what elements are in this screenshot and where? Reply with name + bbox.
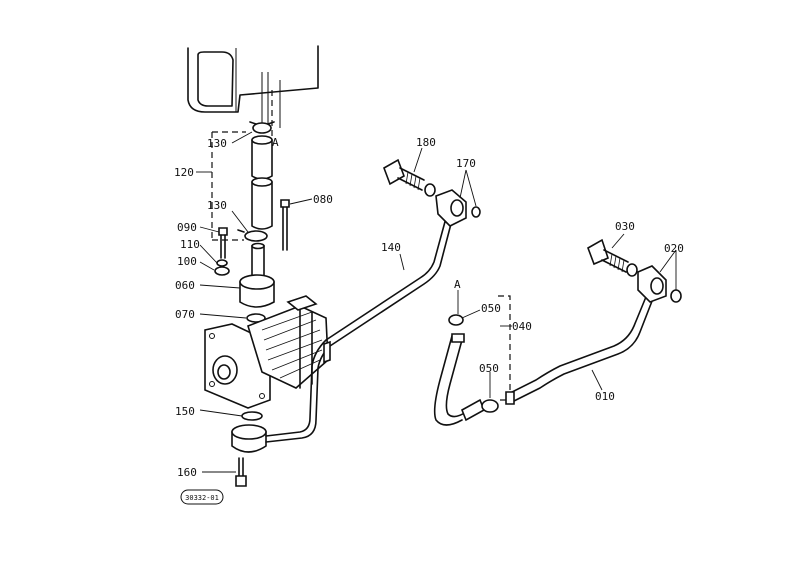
label-110: 110	[180, 238, 200, 251]
leader-lines	[196, 131, 677, 473]
washer-100	[214, 266, 230, 276]
eye-fitting-020	[626, 263, 682, 303]
bolt-080	[280, 199, 290, 251]
label-120: 120	[174, 166, 194, 179]
hose-clamp-130-top	[249, 121, 275, 134]
bolt-090	[218, 227, 228, 259]
label-100: 100	[177, 255, 197, 268]
drawing-code-text: 30332-01	[185, 494, 219, 502]
reservoir-tank	[187, 45, 319, 140]
label-a-top: A	[272, 136, 279, 149]
label-060: 060	[175, 279, 195, 292]
label-010: 010	[595, 390, 615, 403]
hydraulic-pump	[204, 295, 329, 409]
label-040: 040	[512, 320, 532, 333]
hose-120	[251, 135, 273, 230]
label-170: 170	[456, 157, 476, 170]
hose-clamp-130-lower	[237, 229, 268, 242]
label-020: 020	[664, 242, 684, 255]
label-050-top: 050	[481, 302, 501, 315]
eye-fitting-170	[424, 183, 481, 227]
o-ring-150	[241, 411, 263, 421]
drawing-code-badge: 30332-01	[180, 489, 224, 505]
o-ring-070	[246, 313, 266, 323]
pipe-010	[505, 291, 655, 405]
bracket-120	[211, 131, 246, 241]
hose-040	[433, 314, 486, 426]
bolt-160	[235, 457, 247, 487]
banjo-bolt-180	[383, 158, 425, 191]
label-130-lower: 130	[207, 199, 227, 212]
label-180: 180	[416, 136, 436, 149]
label-030: 030	[615, 220, 635, 233]
washer-110	[216, 259, 228, 267]
label-090: 090	[177, 221, 197, 234]
label-140: 140	[381, 241, 401, 254]
label-050-bottom: 050	[479, 362, 499, 375]
hose-clamp-050-bottom	[481, 399, 499, 413]
banjo-bolt-030	[587, 238, 629, 273]
label-070: 070	[175, 308, 195, 321]
label-150: 150	[175, 405, 195, 418]
label-160: 160	[177, 466, 197, 479]
lower-fitting	[231, 424, 267, 453]
bracket-040	[498, 295, 511, 401]
label-a-pipe: A	[454, 278, 461, 291]
label-130-top: 130	[207, 137, 227, 150]
fitting-060	[239, 242, 275, 308]
label-080: 080	[313, 193, 333, 206]
pipe-140	[265, 217, 453, 443]
